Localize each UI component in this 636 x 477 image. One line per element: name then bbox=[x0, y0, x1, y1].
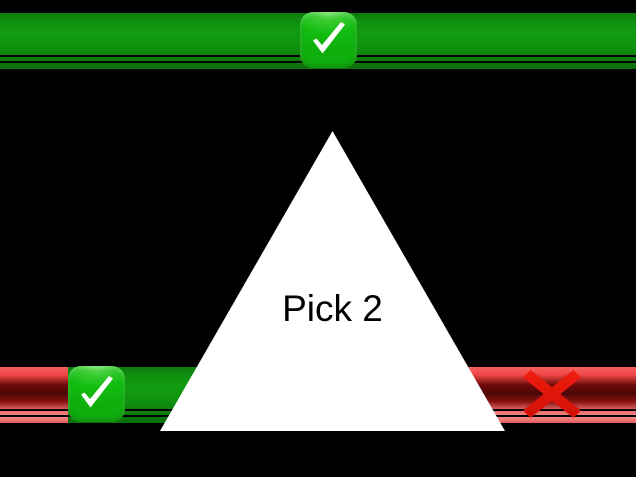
bottom-right-status-marker-cross-icon[interactable] bbox=[520, 366, 584, 422]
bottom-left-status-marker-check-icon[interactable] bbox=[68, 366, 125, 422]
prompt-shape[interactable]: Pick 2 bbox=[160, 128, 505, 431]
bottom-left-red-segment bbox=[0, 367, 68, 423]
cross-mark-icon bbox=[523, 370, 581, 418]
page-title: Pick 2 bbox=[282, 288, 383, 329]
check-mark-button-icon bbox=[81, 376, 113, 408]
top-status-marker-check-icon[interactable] bbox=[300, 12, 357, 68]
check-mark-button-icon bbox=[313, 22, 345, 54]
